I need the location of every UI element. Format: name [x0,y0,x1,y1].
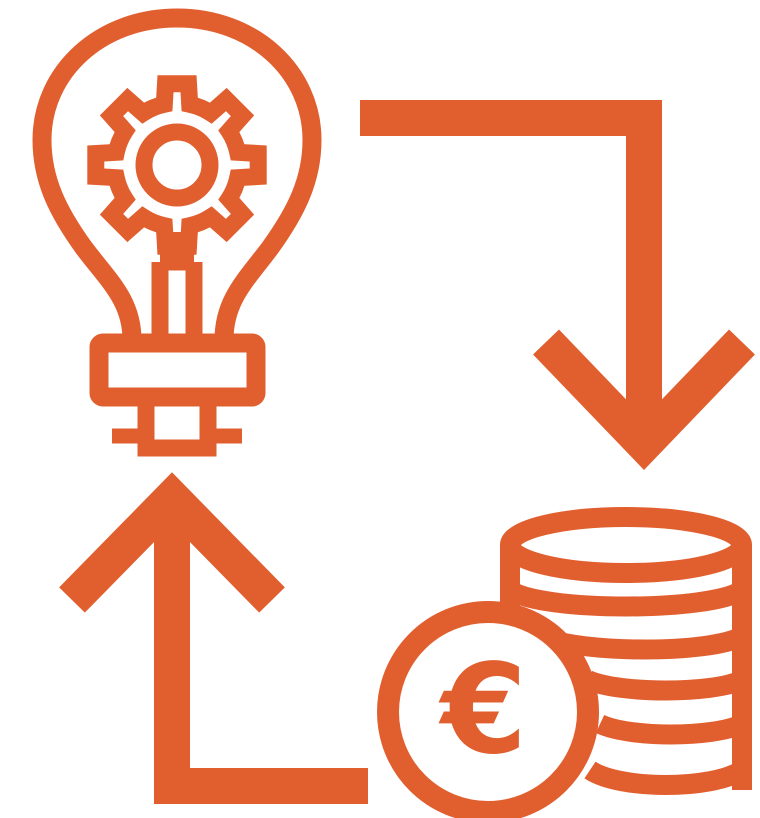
euro-symbol: € [438,638,527,782]
euro-coin-icon: € [377,601,599,818]
arrow-right-down-icon [360,100,755,470]
arrow-up-icon [59,472,368,804]
gear-icon [87,75,267,255]
